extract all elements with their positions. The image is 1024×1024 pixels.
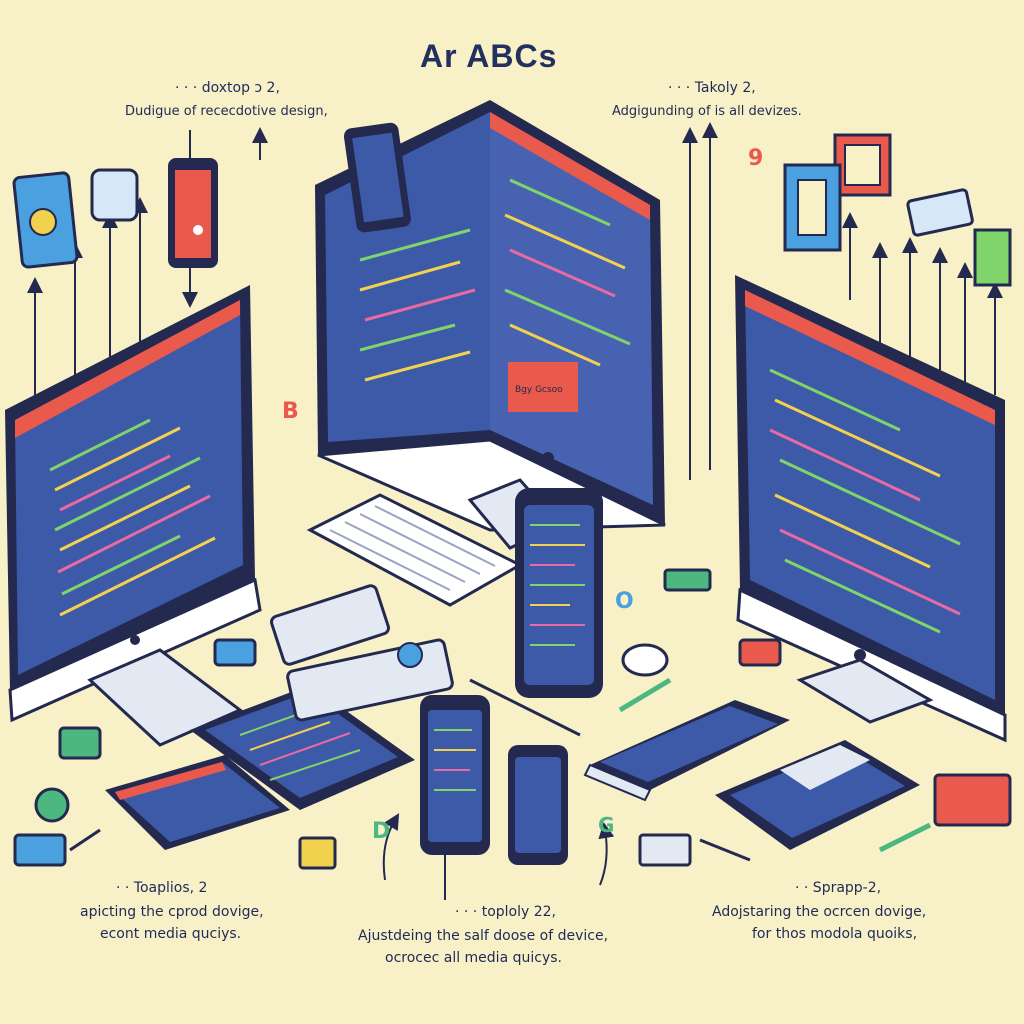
caption-top-left-line1: · · · doxtop ɔ 2,: [175, 80, 280, 96]
caption-bottom-center-line3: ocrocec all media quicys.: [385, 950, 562, 966]
phone-center-tall: [515, 488, 603, 698]
laptop-bottom-left: [105, 755, 290, 850]
caption-bottom-left-line1: · · Toaplios, 2: [116, 880, 208, 896]
monitor-center: Bgy Gcsoo: [315, 100, 666, 550]
floating-icons-right: 9: [748, 133, 1012, 287]
svg-text:9: 9: [748, 146, 763, 171]
monitor-right: [735, 275, 1007, 743]
tablet-right: [715, 740, 920, 850]
center-screen-button-label: Bgy Gcsoo: [515, 385, 563, 395]
caption-bottom-left-line2: apicting the cprod dovige,: [80, 904, 264, 920]
caption-bottom-center-line2: Ajustdeing the salf doose of device,: [358, 928, 609, 944]
floating-icons-left: [12, 158, 218, 269]
monitor-left: [5, 285, 262, 747]
phone-bottom-center-left: [420, 695, 490, 855]
svg-text:O: O: [615, 589, 634, 614]
caption-bottom-left-line3: econt media quciys.: [100, 926, 242, 942]
caption-top-right-line1: · · · Takoly 2,: [668, 80, 756, 96]
caption-top-left-line2: Dudigue of rececdotive design,: [125, 104, 328, 119]
page-title: Ar ABCs: [420, 38, 558, 74]
caption-top-right-line2: Adgigunding of is all devizes.: [612, 104, 802, 119]
svg-text:D: D: [372, 819, 390, 844]
svg-text:B: B: [282, 399, 299, 424]
laptop-bottom-right: [583, 700, 790, 802]
svg-text:G: G: [598, 813, 614, 837]
caption-bottom-right-line3: for thos modola quoiks,: [752, 926, 918, 942]
arrow-group-bottom: [382, 813, 615, 900]
caption-bottom-center-line1: · · · toploly 22,: [455, 904, 556, 920]
caption-bottom-right-line2: Adojstaring the ocrcen dovige,: [712, 904, 927, 920]
accessories: B O D G: [13, 399, 1012, 870]
caption-bottom-right-line1: · · Sprapp-2,: [795, 880, 882, 896]
phone-bottom-center-right: [508, 745, 568, 865]
